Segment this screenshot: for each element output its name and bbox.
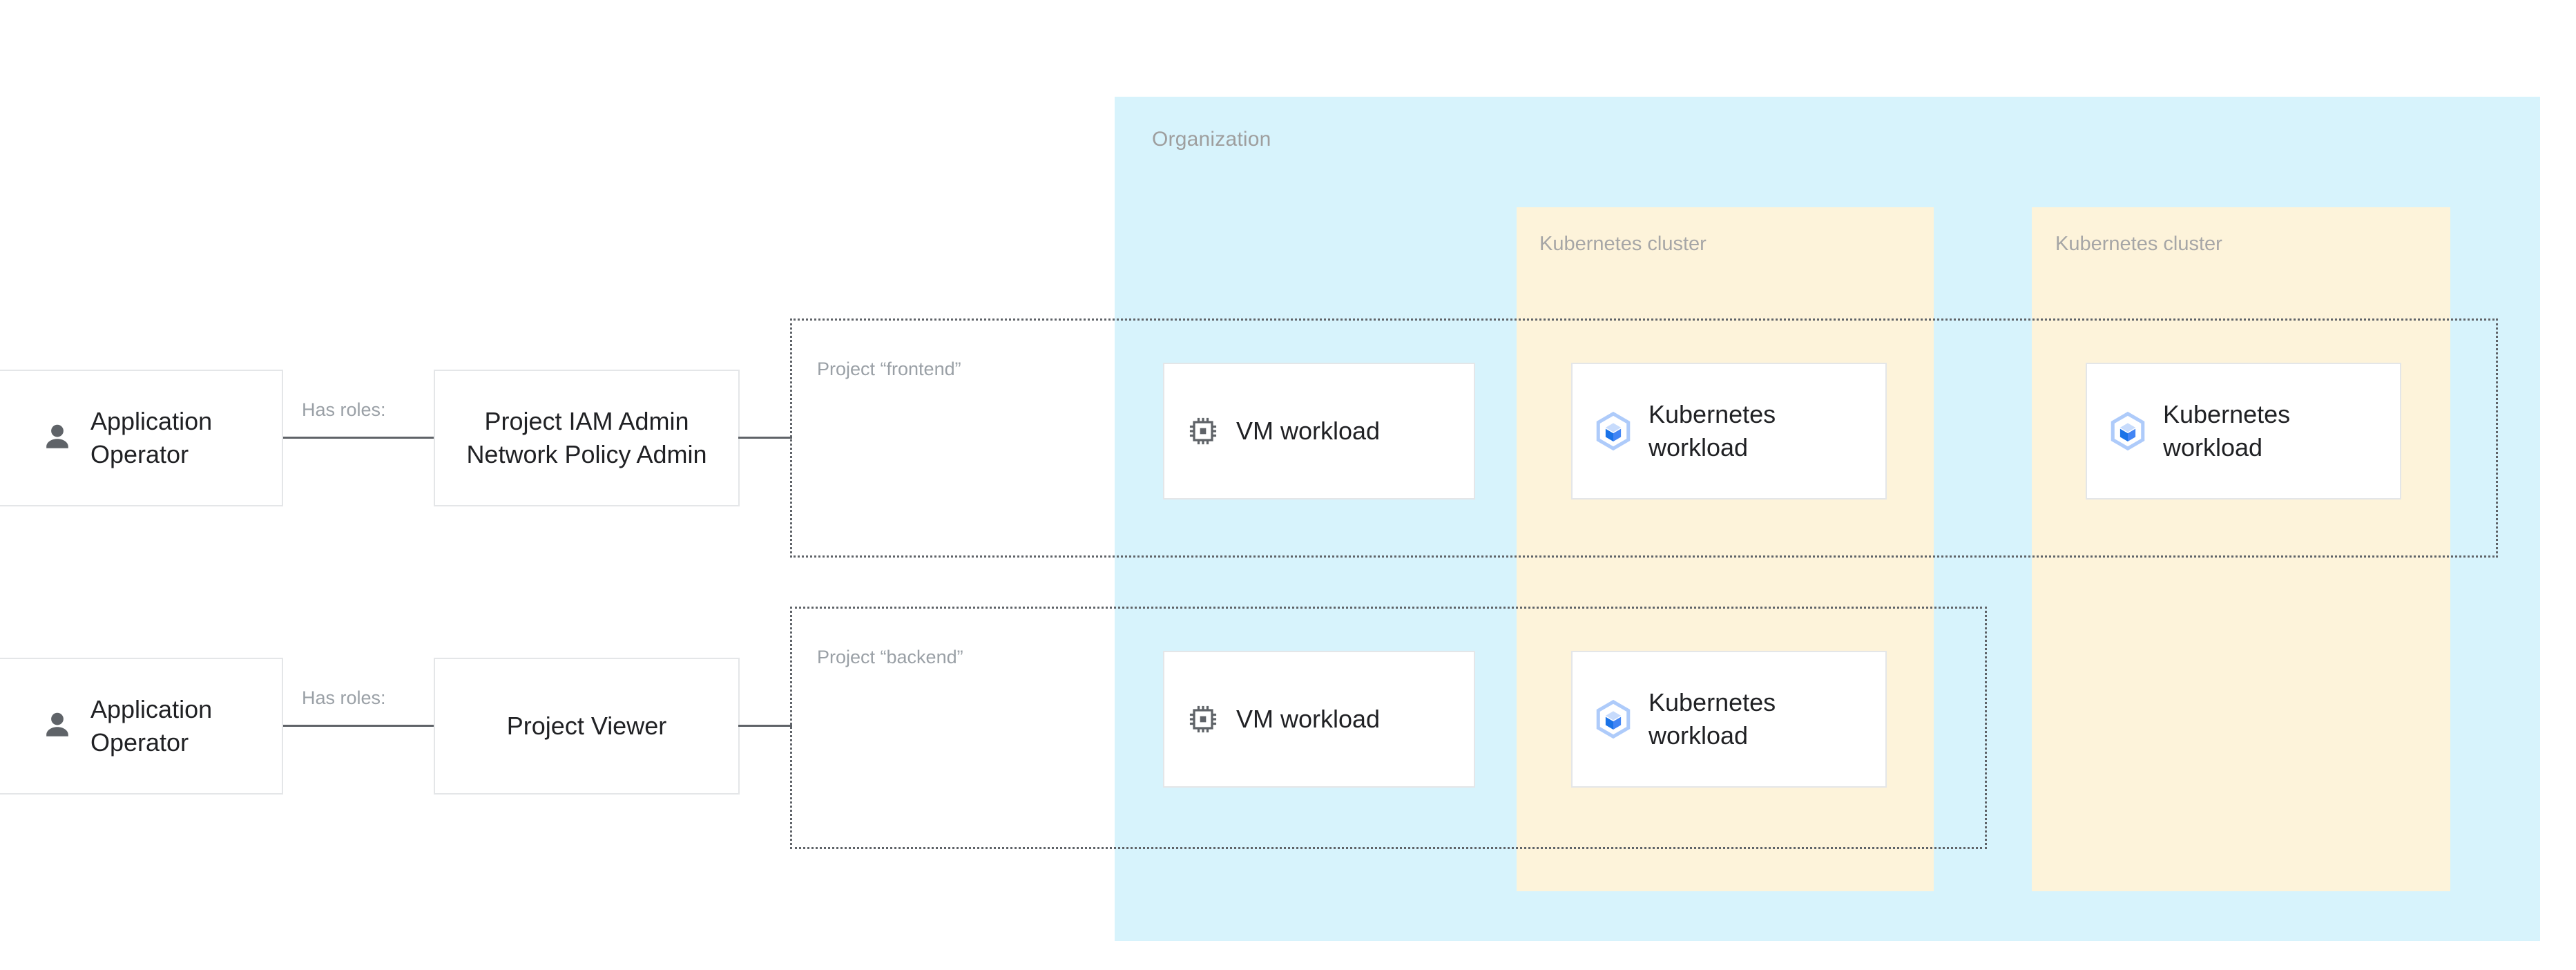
kubernetes-workload-content-backend-1: Kubernetes workload bbox=[1573, 686, 1818, 752]
project-frontend-label: Project “frontend” bbox=[817, 359, 961, 379]
organization-label: Organization bbox=[1152, 128, 1271, 151]
vm-workload-card-frontend[interactable]: VM workload bbox=[1163, 363, 1475, 500]
connector-label-2: Has roles: bbox=[302, 687, 386, 708]
kubernetes-cluster-1-label: Kubernetes cluster bbox=[1539, 233, 1707, 255]
connector-actor-role-2 bbox=[283, 725, 435, 727]
vm-workload-card-backend[interactable]: VM workload bbox=[1163, 651, 1475, 788]
kubernetes-workload-label-frontend-1: Kubernetes workload bbox=[1649, 400, 1776, 462]
vm-workload-content-frontend: VM workload bbox=[1164, 413, 1380, 449]
actor-box-1[interactable]: Application Operator bbox=[0, 370, 283, 506]
role-box-2[interactable]: Project Viewer bbox=[434, 658, 740, 795]
role-label-1: Project IAM Admin Network Policy Admin bbox=[466, 407, 707, 468]
actor-label-2: Application Operator bbox=[90, 695, 213, 757]
kubernetes-cluster-2-container bbox=[2032, 207, 2450, 891]
actor-box-2[interactable]: Application Operator bbox=[0, 658, 283, 795]
vm-workload-label-frontend: VM workload bbox=[1236, 417, 1381, 446]
role-label-2: Project Viewer bbox=[506, 712, 667, 741]
project-backend-boundary bbox=[790, 607, 1987, 849]
vm-workload-label-backend: VM workload bbox=[1236, 705, 1381, 734]
project-backend-label: Project “backend” bbox=[817, 647, 963, 667]
cpu-chip-icon bbox=[1189, 417, 1217, 445]
kubernetes-workload-label-backend-1: Kubernetes workload bbox=[1649, 688, 1776, 750]
kubernetes-cluster-2-label: Kubernetes cluster bbox=[2055, 233, 2222, 255]
kubernetes-workload-card-frontend-1[interactable]: Kubernetes workload bbox=[1571, 363, 1887, 500]
kubernetes-workload-content-frontend-1: Kubernetes workload bbox=[1573, 398, 1818, 464]
person-icon bbox=[46, 712, 68, 736]
connector-label-1: Has roles: bbox=[302, 399, 386, 420]
kubernetes-workload-content-frontend-2: Kubernetes workload bbox=[2087, 398, 2332, 464]
actor-content-2: Application Operator bbox=[27, 693, 249, 759]
kubernetes-cube-icon bbox=[2111, 411, 2145, 451]
cpu-chip-icon bbox=[1189, 705, 1217, 733]
role-box-1[interactable]: Project IAM Admin Network Policy Admin bbox=[434, 370, 740, 506]
kubernetes-cube-icon bbox=[1596, 699, 1631, 739]
kubernetes-cube-icon bbox=[1596, 411, 1631, 451]
kubernetes-workload-label-frontend-2: Kubernetes workload bbox=[2163, 400, 2291, 462]
connector-actor-role-1 bbox=[283, 437, 435, 439]
connector-role-project-2 bbox=[738, 725, 792, 727]
kubernetes-workload-card-frontend-2[interactable]: Kubernetes workload bbox=[2086, 363, 2401, 500]
connector-role-project-1 bbox=[738, 437, 792, 439]
vm-workload-content-backend: VM workload bbox=[1164, 701, 1380, 737]
person-icon bbox=[46, 424, 68, 448]
kubernetes-workload-card-backend-1[interactable]: Kubernetes workload bbox=[1571, 651, 1887, 788]
actor-content-1: Application Operator bbox=[27, 405, 249, 470]
actor-label-1: Application Operator bbox=[90, 407, 213, 468]
